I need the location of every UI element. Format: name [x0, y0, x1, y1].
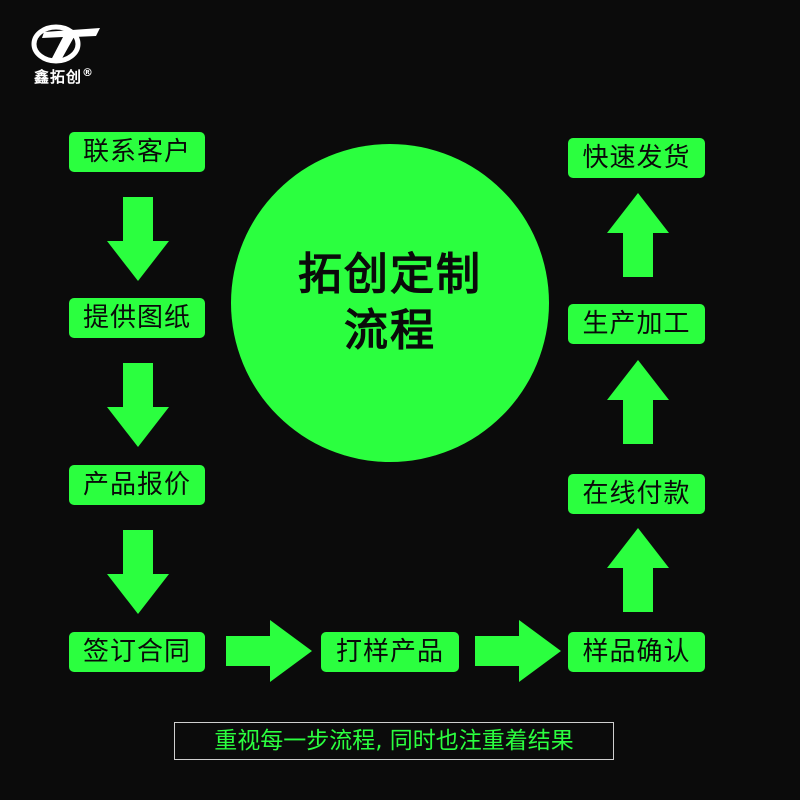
arrow-right-icon: [226, 620, 312, 682]
arrow-up-icon: [607, 193, 669, 277]
process-title-circle: 拓创定制 流程: [231, 144, 549, 462]
arrow-down-icon: [107, 363, 169, 447]
brand-name-text: 鑫拓创: [34, 68, 83, 86]
step-production: 生产加工: [568, 304, 705, 344]
step-product-quote: 产品报价: [69, 465, 205, 505]
registered-mark: ®: [82, 66, 95, 79]
step-sample-product: 打样产品: [321, 632, 459, 672]
process-title-line2: 流程: [344, 305, 436, 356]
process-title-line1: 拓创定制: [298, 249, 482, 300]
step-sign-contract: 签订合同: [69, 632, 205, 672]
step-sample-confirmation: 样品确认: [568, 632, 705, 672]
tt-logo-icon: [31, 24, 100, 64]
arrow-up-icon: [607, 360, 669, 444]
step-fast-shipping: 快速发货: [568, 138, 705, 178]
arrow-up-icon: [607, 528, 669, 612]
arrow-down-icon: [107, 530, 169, 614]
brand-name: 鑫拓创®: [34, 66, 94, 87]
arrow-down-icon: [107, 197, 169, 281]
step-provide-drawings: 提供图纸: [69, 298, 205, 338]
footer-slogan: 重视每一步流程, 同时也注重着结果: [174, 722, 614, 760]
arrow-right-icon: [475, 620, 561, 682]
step-online-payment: 在线付款: [568, 474, 705, 514]
brand-logo: 鑫拓创®: [30, 22, 110, 92]
step-contact-customer: 联系客户: [69, 132, 205, 172]
